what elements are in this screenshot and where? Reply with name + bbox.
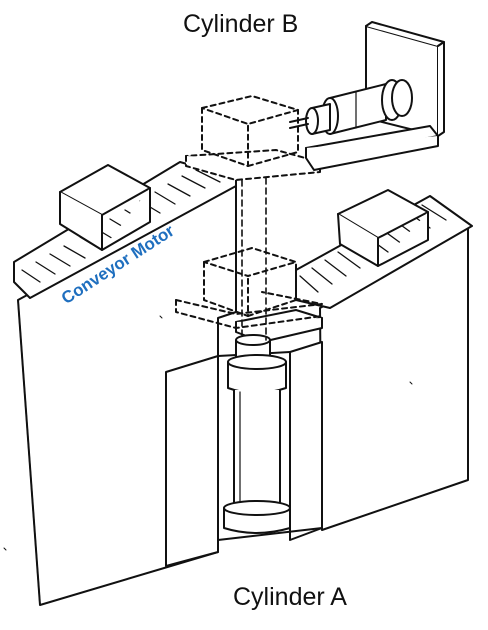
box-upper-position: [201, 95, 299, 167]
cylinder-b-label: Cylinder B: [183, 10, 299, 38]
sketch-marks: [3, 315, 413, 551]
cylinder-a-body: [223, 334, 291, 534]
box-lower-position: [175, 247, 323, 329]
cylinder-b-body: [289, 79, 413, 135]
right-box: [337, 189, 429, 267]
left-box: [59, 164, 151, 251]
upper-platform: [185, 149, 321, 181]
cylinder-a-label: Cylinder A: [233, 583, 347, 611]
center-column: [165, 341, 323, 567]
